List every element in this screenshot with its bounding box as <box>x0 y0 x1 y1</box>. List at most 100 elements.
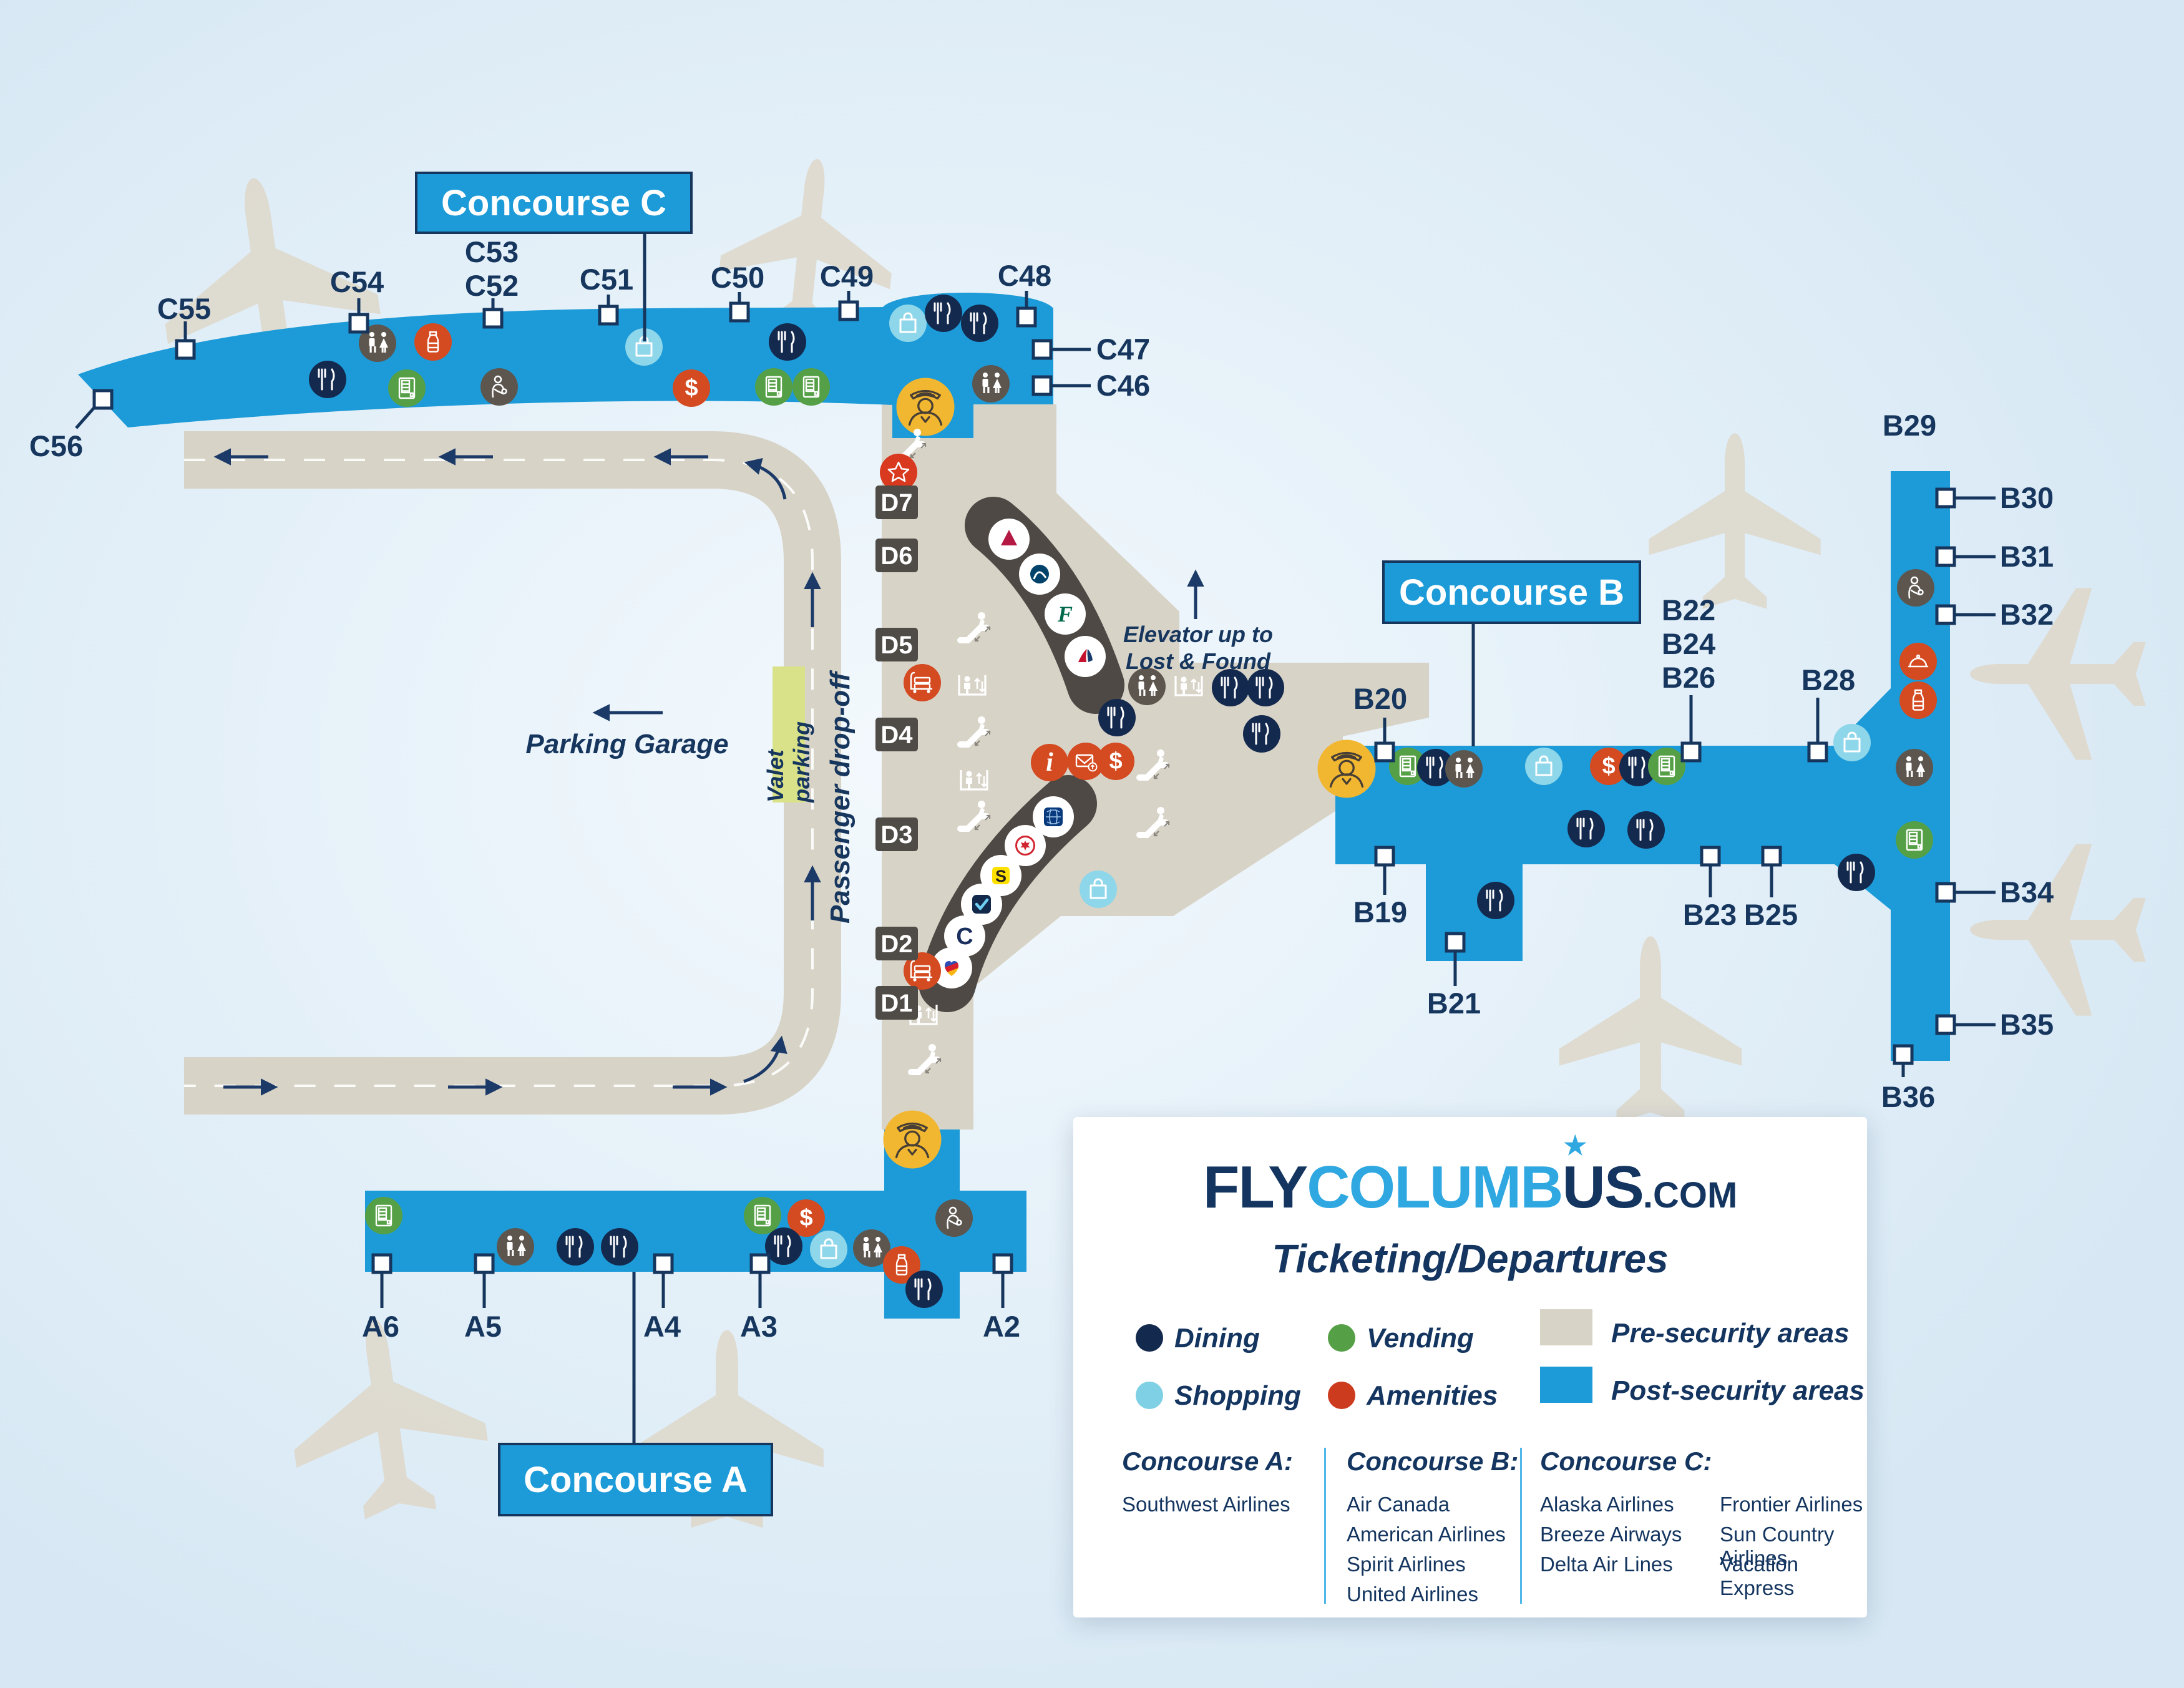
gate-label: B19 <box>1353 895 1407 929</box>
vending-legend-dot <box>1328 1324 1355 1352</box>
airline-item: Vacation Express <box>1720 1553 1798 1599</box>
gate-label: A2 <box>983 1310 1020 1343</box>
gate-tick <box>1374 741 1395 763</box>
restroom-icon <box>1896 749 1933 786</box>
gate-tick <box>1935 1014 1956 1035</box>
dining-icon <box>1097 698 1137 738</box>
concourse-b-list-title: Concourse B: <box>1347 1447 1519 1476</box>
airline-item: United Airlines <box>1347 1583 1478 1606</box>
logo-star-icon: ★ <box>1563 1131 1587 1160</box>
gate-C49: C49 <box>820 260 874 321</box>
gate-A4: A4 <box>643 1253 681 1343</box>
gate-label: C52 <box>465 269 519 302</box>
legend-panel: FLYCOLUMB★US.COM Ticketing/Departures Di… <box>1073 1117 1867 1617</box>
gate-B35: B35 <box>1935 1008 2054 1041</box>
gate-label: C56 <box>29 429 83 462</box>
airline-item: Alaska Airlines <box>1540 1493 1674 1516</box>
gate-tick <box>1374 846 1395 867</box>
gate-label: C51 <box>580 263 633 296</box>
svg-text:D2: D2 <box>880 930 912 958</box>
svg-text:D1: D1 <box>880 990 912 1017</box>
gate-B21: B21 <box>1427 932 1481 1020</box>
concourse-c-label-text: Concourse C <box>441 182 666 223</box>
concourse-c-pointer <box>643 234 646 341</box>
security-icon <box>895 377 955 437</box>
vending-legend-label: Vending <box>1367 1323 1474 1354</box>
gate-B31: B31 <box>1935 540 2054 573</box>
dome-icon <box>1898 642 1938 681</box>
gate-label: B23 <box>1683 898 1737 931</box>
door-label-D2: D2 <box>875 927 918 960</box>
gate-tick <box>1016 306 1037 328</box>
gate-B32: B32 <box>1935 598 2054 631</box>
vending-icon <box>387 368 427 408</box>
gate-B22: B22 <box>1662 593 1715 627</box>
gate-tick <box>1893 1044 1914 1065</box>
gate-tick <box>1761 846 1782 867</box>
gate-label: B21 <box>1427 987 1481 1020</box>
page-title: Ticketing/Departures <box>1272 1236 1669 1281</box>
gate-tick <box>749 1253 771 1274</box>
door-label-D7: D7 <box>875 485 918 519</box>
gate-B29: B29 <box>1883 409 1936 442</box>
concourse-a-band <box>365 1129 1026 1319</box>
concourse-a-pointer <box>632 1272 636 1443</box>
gate-tick <box>371 1253 392 1274</box>
post-security-label: Post-security areas <box>1611 1375 1865 1406</box>
door-label-D3: D3 <box>875 817 918 851</box>
gate-C56: C56 <box>29 389 114 462</box>
valet-parking-zone: Valet parking <box>763 666 814 803</box>
gate-A6: A6 <box>362 1253 399 1343</box>
gate-tick <box>92 389 114 410</box>
passenger-dropoff-label: Passenger drop-off <box>825 672 856 924</box>
security-icon <box>882 1110 942 1169</box>
gate-B36: B36 <box>1881 1044 1935 1113</box>
svg-text:D4: D4 <box>880 721 913 749</box>
vending-icon <box>743 1196 782 1236</box>
gate-C54: C54 <box>330 265 384 334</box>
svg-text:D7: D7 <box>880 489 912 517</box>
flycolumbus-logo: FLYCOLUMB★US.COM <box>1073 1131 1867 1222</box>
amenities-legend-dot <box>1328 1382 1355 1409</box>
shopping-legend-dot <box>1136 1382 1163 1409</box>
elevator-lost-found-note: Elevator up to Lost & Found <box>1095 621 1301 675</box>
gate-label: B28 <box>1801 663 1855 696</box>
shopping-icon <box>1832 723 1872 763</box>
gate-tick <box>474 1253 495 1274</box>
logo-columb: COLUMB <box>1307 1154 1563 1221</box>
gate-tick <box>482 308 504 329</box>
gate-tick <box>1031 375 1053 396</box>
gate-tick <box>348 313 369 334</box>
gate-tick <box>1807 741 1828 763</box>
traffic-arrows <box>213 448 1204 1096</box>
gate-B20: B20 <box>1353 682 1407 763</box>
airline-counter-logo-aircanada <box>1005 825 1046 866</box>
concourse-c-label: Concourse C <box>415 172 693 234</box>
airline-item: Air Canada <box>1347 1493 1450 1516</box>
restroom-icon <box>972 365 1010 402</box>
gate-label: B22 <box>1662 593 1715 627</box>
nursing-icon <box>1896 568 1936 608</box>
dining-icon <box>555 1227 595 1267</box>
gate-label: C54 <box>330 265 384 298</box>
airline-counter-logo-united <box>1033 796 1074 837</box>
gate-B26: B26 <box>1662 661 1715 763</box>
dining-icon <box>600 1227 640 1267</box>
gate-label: B34 <box>2000 876 2054 909</box>
dining-icon <box>764 1226 804 1266</box>
airline-counter-logo-delta <box>988 519 1030 560</box>
gate-B19: B19 <box>1353 846 1407 929</box>
gate-label: A4 <box>643 1310 681 1343</box>
gate-A2: A2 <box>983 1253 1020 1343</box>
dining-icon <box>1242 714 1282 754</box>
gate-C51: C51 <box>580 263 633 326</box>
dining-icon <box>1566 809 1606 849</box>
svg-text:D3: D3 <box>880 821 912 849</box>
gate-tick <box>1700 846 1721 867</box>
dining-icon <box>768 322 807 362</box>
door-label-D6: D6 <box>875 539 918 572</box>
door-label-D4: D4 <box>875 718 918 751</box>
airline-item: American Airlines <box>1347 1523 1506 1546</box>
concourse-a-list-title: Concourse A: <box>1122 1447 1293 1476</box>
